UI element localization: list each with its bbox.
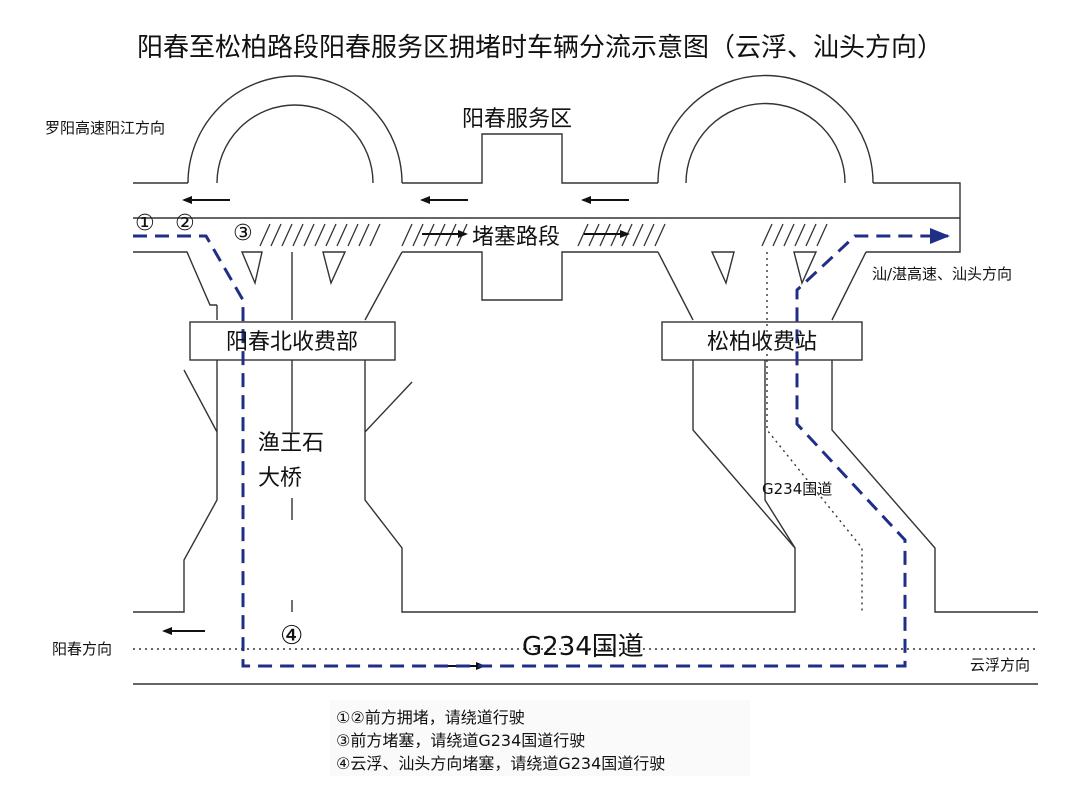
marker-3: ③ [233,221,253,246]
expressway-top-edge [133,133,961,223]
expressway-outline [133,74,961,321]
left-ramp-right [364,251,403,321]
marker-2: ② [175,211,195,236]
label-bridge-line2: 大桥 [258,466,302,491]
hatch-left [259,223,381,247]
marker-1: ① [135,211,155,236]
traffic-arrows [162,196,630,670]
left-loop-inner [216,104,374,184]
expressway-bottom-right-edge [866,223,961,253]
label-songbai: 松柏收费站 [707,330,817,355]
right-loop-inner [685,102,846,184]
lower-roads [133,360,1038,685]
hatch-right [761,223,828,247]
bridge-left-edge [133,360,218,613]
label-shan-zhan: 汕/湛高速、汕头方向 [872,265,1012,283]
songbai-box [661,321,863,361]
detour-route [133,228,950,668]
g234-left-edge [692,360,796,549]
label-service-area: 阳春服务区 [462,107,572,132]
label-luoyang: 罗阳高速阳江方向 [45,119,165,137]
expressway-bottom-mid-edge [402,251,658,301]
legend-line-3: ④云浮、汕头方向堵塞，请绕道G234国道行驶 [336,754,665,773]
expressway-bottom-left-edge [133,251,217,306]
island-3 [710,251,735,286]
diagram-title: 阳春至松柏路段阳春服务区拥堵时车辆分流示意图（云浮、汕头方向） [137,33,943,63]
island-4 [793,251,818,286]
island-2 [322,251,347,286]
label-bridge-line1: 渔王石 [258,431,324,456]
label-g234-right: G234国道 [762,480,832,498]
bridge-right-edge [364,360,796,613]
right-loop-outer [657,74,874,184]
legend: ①②前方拥堵，请绕道行驶 ③前方堵塞，请绕道G234国道行驶 ④云浮、汕头方向堵… [330,700,750,776]
label-yunfu-dir: 云浮方向 [970,656,1030,674]
right-ramp-left [657,251,694,321]
legend-background [330,700,750,776]
legend-line-2: ③前方堵塞，请绕道G234国道行驶 [336,731,585,750]
dotted-lines [133,252,1038,650]
legend-line-1: ①②前方拥堵，请绕道行驶 [336,708,525,727]
right-ramp-right [831,251,867,321]
g234-ramp-dotted [766,252,863,612]
detour-route-path [133,228,950,668]
label-g234-bottom: G234国道 [522,632,644,662]
island-1 [240,251,263,286]
label-congestion: 堵塞路段 [472,225,560,250]
g234-right-edge [831,360,1038,613]
label-yangchun-north: 阳春北收费部 [226,330,358,355]
label-yangchun-dir: 阳春方向 [52,640,112,658]
marker-4: ④ [280,621,303,651]
left-loop-outer [187,75,403,184]
toll-boxes [189,321,863,361]
